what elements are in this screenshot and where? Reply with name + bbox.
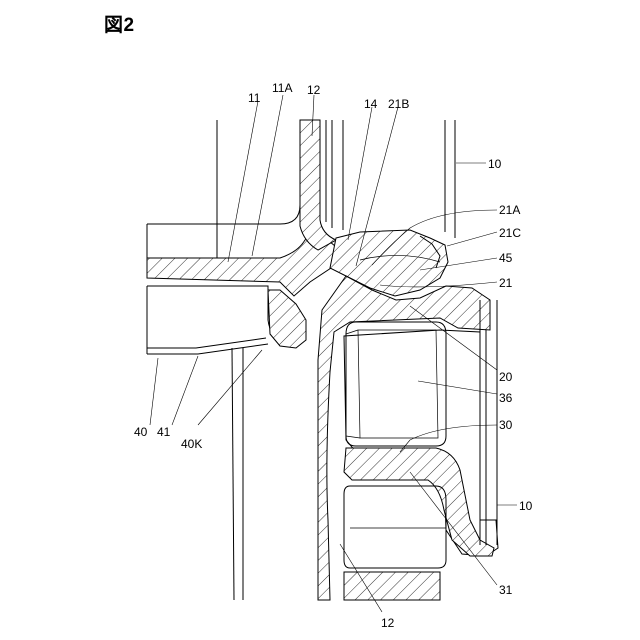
label-12-bottom: 12 [381,616,395,630]
label-11A: 11A [272,81,292,95]
component-40 [147,286,306,354]
label-40K: 40K [181,437,202,451]
label-10-top: 10 [488,157,502,171]
label-41: 41 [157,425,171,439]
label-14: 14 [364,97,378,111]
label-21B: 21B [388,97,409,111]
label-21C: 21C [499,226,521,240]
label-40: 40 [134,425,148,439]
label-31: 31 [499,583,513,597]
label-45: 45 [499,251,513,265]
label-20: 20 [499,370,513,384]
label-36: 36 [499,391,513,405]
label-30: 30 [499,418,513,432]
label-11: 11 [248,91,261,105]
label-10-bottom: 10 [519,499,533,513]
label-12-top: 12 [307,83,321,97]
label-21A: 21A [499,203,520,217]
label-21: 21 [499,276,513,290]
component-12-upper [300,120,343,250]
